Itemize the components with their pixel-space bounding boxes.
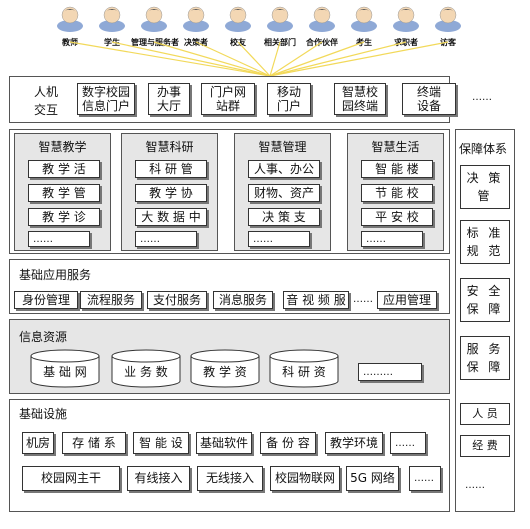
info-more: ……… xyxy=(358,363,422,381)
infra-item[interactable]: 有线接入 xyxy=(127,466,190,491)
person-icon xyxy=(309,6,335,32)
smart-item[interactable]: 人事、办公 xyxy=(248,160,320,178)
service-item[interactable]: 消息服务 xyxy=(213,291,273,309)
infra-item[interactable]: 5G 网络 xyxy=(346,466,399,491)
database-cylinder[interactable]: 基 础 网 xyxy=(30,349,100,389)
guarantee-item[interactable]: 安 全 保 障 xyxy=(460,278,510,322)
access-item[interactable]: 门户网 站群 xyxy=(201,83,255,115)
infra-row1-more: …… xyxy=(390,432,426,454)
infra-item[interactable]: 校园物联网 xyxy=(270,466,340,491)
infra-item[interactable]: 智 能 设 xyxy=(133,432,189,454)
service-item[interactable]: 流程服务 xyxy=(80,291,142,309)
access-item[interactable]: 移动 门户 xyxy=(267,83,311,115)
person-icon xyxy=(393,6,419,32)
database-icon xyxy=(269,349,339,388)
infra-row2-more: …… xyxy=(409,466,441,491)
database-icon xyxy=(111,349,181,388)
person-icon xyxy=(225,6,251,32)
infra-item[interactable]: 机房 xyxy=(22,432,54,454)
database-label: 业 务 数 xyxy=(124,365,168,379)
info-resources-title: 信息资源 xyxy=(19,330,68,344)
access-item[interactable]: 智慧校 园终端 xyxy=(334,83,386,115)
smart-apps-layer xyxy=(9,129,450,254)
access-item[interactable]: 办事 大厅 xyxy=(148,83,190,115)
smart-column-title: 智慧教学 xyxy=(38,140,87,154)
service-item[interactable]: 身份管理 xyxy=(14,291,78,309)
database-cylinder[interactable]: 科 研 资 xyxy=(269,349,339,389)
service-item[interactable]: 支付服务 xyxy=(147,291,207,309)
person-icon xyxy=(183,6,209,32)
infra-item[interactable]: 备 份 容 xyxy=(260,432,316,454)
database-icon xyxy=(30,349,100,388)
services-more: …… xyxy=(353,294,373,305)
smart-more: …… xyxy=(28,231,90,247)
smart-more: …… xyxy=(361,231,423,247)
smart-item[interactable]: 教 学 活 xyxy=(28,160,100,178)
database-cylinder[interactable]: 业 务 数 xyxy=(111,349,181,389)
database-label: 基 础 网 xyxy=(43,365,87,379)
database-icon xyxy=(190,349,260,388)
infra-item[interactable]: 教学环境 xyxy=(325,432,383,454)
smart-item[interactable]: 财物、资产 xyxy=(248,184,320,202)
person-icon xyxy=(99,6,125,32)
guarantee-title: 保障体系 xyxy=(459,142,508,156)
smart-more: …… xyxy=(248,231,310,247)
person-icon xyxy=(435,6,461,32)
smart-column-title: 智慧管理 xyxy=(258,140,307,154)
smart-item[interactable]: 平 安 校 xyxy=(361,208,433,226)
guarantee-more: …… xyxy=(465,480,485,491)
access-label: 人机 交互 xyxy=(34,85,59,117)
infrastructure-layer xyxy=(9,399,450,512)
person-icon xyxy=(351,6,377,32)
smart-item[interactable]: 节 能 校 xyxy=(361,184,433,202)
database-cylinder[interactable]: 教 学 资 xyxy=(190,349,260,389)
smart-item[interactable]: 大 数 据 中 xyxy=(135,208,207,226)
infrastructure-title: 基础设施 xyxy=(19,407,68,421)
access-item[interactable]: 数字校园 信息门户 xyxy=(77,83,135,115)
guarantee-item[interactable]: 服 务 保 障 xyxy=(460,336,510,380)
person-icon xyxy=(57,6,83,32)
guarantee-item[interactable]: 决 策 管 xyxy=(460,165,510,209)
smart-item[interactable]: 教 学 协 xyxy=(135,184,207,202)
infra-item[interactable]: 校园网主干 xyxy=(22,466,120,491)
person-icon xyxy=(267,6,293,32)
service-item[interactable]: 应用管理 xyxy=(377,291,437,309)
guarantee-item[interactable]: 人 员 xyxy=(460,403,510,425)
smart-item[interactable]: 教 学 诊 xyxy=(28,208,100,226)
basic-services-title: 基础应用服务 xyxy=(19,268,92,282)
smart-column-title: 智慧科研 xyxy=(145,140,194,154)
smart-more: …… xyxy=(135,231,197,247)
guarantee-item[interactable]: 标 准 规 范 xyxy=(460,220,510,264)
smart-column-title: 智慧生活 xyxy=(371,140,420,154)
person-icon xyxy=(141,6,167,32)
access-more: …… xyxy=(472,92,492,103)
smart-item[interactable]: 智 能 楼 xyxy=(361,160,433,178)
database-label: 科 研 资 xyxy=(282,365,326,379)
access-item[interactable]: 终端 设备 xyxy=(402,83,456,115)
guarantee-item[interactable]: 经 费 xyxy=(460,435,510,457)
infra-item[interactable]: 基础软件 xyxy=(196,432,252,454)
basic-services-layer xyxy=(9,259,450,314)
database-label: 教 学 资 xyxy=(203,365,247,379)
smart-item[interactable]: 教 学 管 xyxy=(28,184,100,202)
smart-item[interactable]: 决 策 支 xyxy=(248,208,320,226)
user-arrows xyxy=(69,41,449,77)
guarantee-system xyxy=(455,129,515,512)
smart-item[interactable]: 科 研 管 xyxy=(135,160,207,178)
service-item[interactable]: 音 视 频 服 xyxy=(283,291,349,309)
infra-item[interactable]: 无线接入 xyxy=(197,466,263,491)
infra-item[interactable]: 存 储 系 xyxy=(62,432,126,454)
